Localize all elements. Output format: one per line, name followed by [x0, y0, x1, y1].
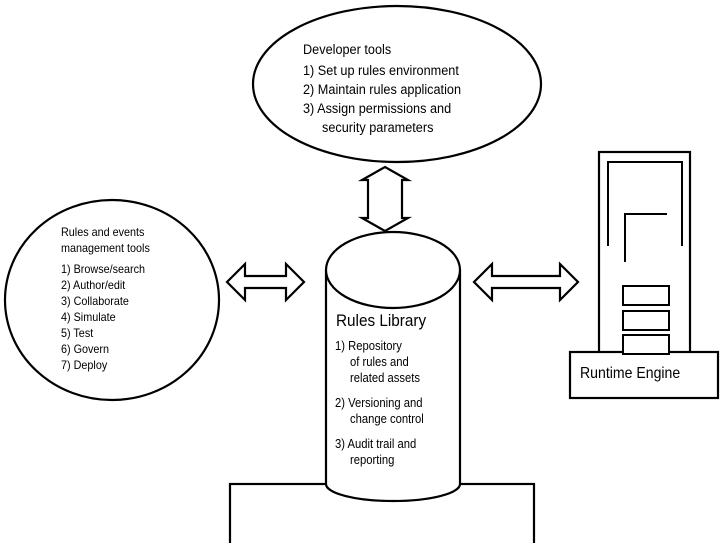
rules-library-cylinder — [324, 270, 462, 503]
vertical-double-arrow — [357, 165, 413, 233]
rules-library-title: Rules Library — [336, 311, 427, 330]
tower-panel-outer — [607, 161, 683, 246]
management-tools-title: Rules and events — [61, 225, 145, 239]
rules-library-top — [324, 230, 462, 310]
developer-tools-item: 2) Maintain rules application — [303, 82, 462, 97]
tower-panel-inner — [624, 213, 667, 262]
rules-library-line: of rules and — [350, 355, 409, 369]
management-tools-item: 7) Deploy — [61, 358, 108, 372]
management-tools-item: 6) Govern — [61, 342, 110, 356]
management-tools-item: 4) Simulate — [61, 310, 116, 324]
runtime-engine-base — [568, 350, 720, 400]
tower-slot-2 — [622, 310, 670, 331]
developer-tools-item: security parameters — [322, 120, 434, 135]
rules-library-line: 1) Repository — [335, 339, 402, 353]
tower-slot-1 — [622, 285, 670, 306]
management-tools-item: 3) Collaborate — [61, 294, 129, 308]
left-double-arrow — [225, 261, 306, 303]
management-tools-item: 2) Author/edit — [61, 278, 126, 292]
developer-tools-ellipse — [251, 4, 543, 164]
developer-tools-item: 1) Set up rules environment — [303, 63, 459, 78]
developer-tools-title: Developer tools — [303, 42, 392, 57]
management-tools-item: 5) Test — [61, 326, 94, 340]
right-double-arrow — [472, 261, 580, 303]
rules-library-line: change control — [350, 412, 424, 426]
runtime-engine-label: Runtime Engine — [580, 365, 681, 382]
tower-slot-3 — [622, 334, 670, 355]
management-tools-ellipse — [3, 198, 221, 402]
rules-library-line: 2) Versioning and — [335, 396, 423, 410]
management-tools-title: management tools — [61, 241, 150, 255]
rules-library-line: 3) Audit trail and — [335, 437, 417, 451]
management-tools-item: 1) Browse/search — [61, 262, 146, 276]
rules-library-line: related assets — [350, 371, 421, 385]
developer-tools-item: 3) Assign permissions and — [303, 101, 452, 116]
rules-library-line: reporting — [350, 453, 395, 467]
